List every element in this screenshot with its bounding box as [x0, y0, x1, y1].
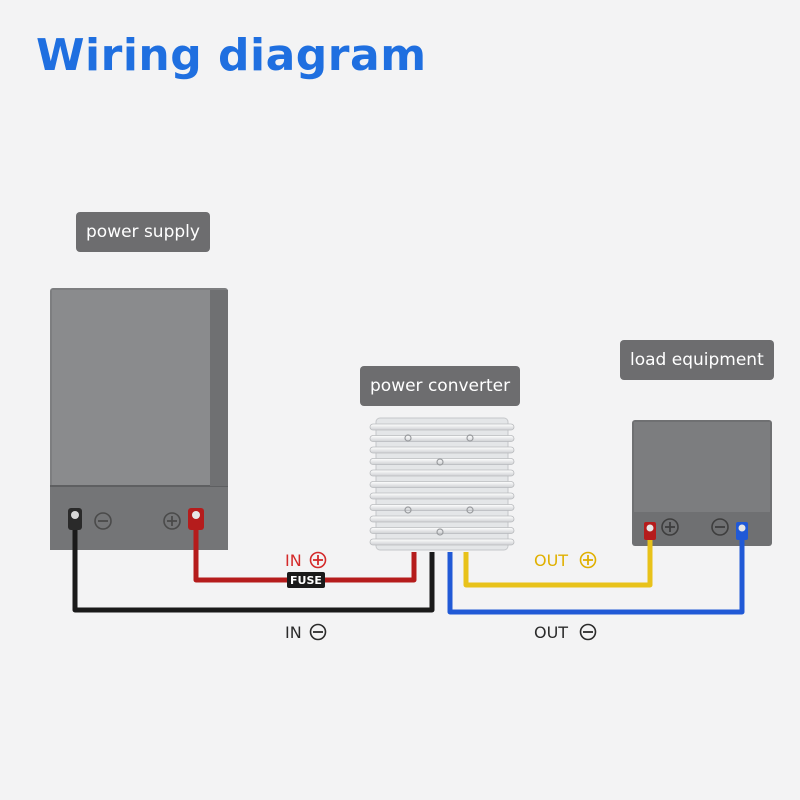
in-positive-label: IN [285, 551, 302, 570]
load-positive-terminal [644, 522, 656, 540]
out-positive-icon [579, 551, 597, 569]
fuse-label: FUSE [290, 574, 322, 587]
out-negative-label: OUT [534, 623, 568, 642]
supply-negative-terminal [68, 508, 82, 530]
load-equipment-device [632, 420, 772, 546]
heatsink-fin [369, 527, 515, 534]
heatsink-fin [369, 435, 515, 442]
out-negative-icon [579, 623, 597, 641]
heatsink-fin [369, 469, 515, 477]
out-positive-label: OUT [534, 551, 568, 570]
supply-positive-icon [163, 512, 181, 530]
load-positive-icon [661, 518, 679, 536]
load-negative-terminal [736, 522, 748, 540]
in-positive-icon [309, 551, 327, 569]
heatsink-fin [369, 504, 515, 511]
power-supply-device [50, 288, 228, 550]
heatsink-fin [369, 446, 515, 454]
heatsink-fin [369, 492, 515, 500]
in-negative-wire [72, 530, 435, 613]
load-equipment-label: load equipment [620, 340, 774, 380]
power-supply-label: power supply [76, 212, 210, 252]
fuse: FUSE [287, 572, 325, 588]
in-negative-icon [309, 623, 327, 641]
load-negative-icon [711, 518, 729, 536]
in-negative-label: IN [285, 623, 302, 642]
supply-positive-terminal [188, 508, 204, 530]
heatsink-fin [369, 481, 515, 488]
page-title: Wiring diagram [36, 30, 427, 81]
power-converter-device [369, 417, 515, 551]
power-converter-label: power converter [360, 366, 521, 406]
heatsink-fin [369, 515, 515, 523]
out-negative-wire [447, 540, 745, 615]
supply-negative-icon [94, 512, 112, 530]
out-positive-wire [463, 540, 653, 588]
heatsink-fin [369, 538, 515, 546]
heatsink-fin [369, 423, 515, 431]
